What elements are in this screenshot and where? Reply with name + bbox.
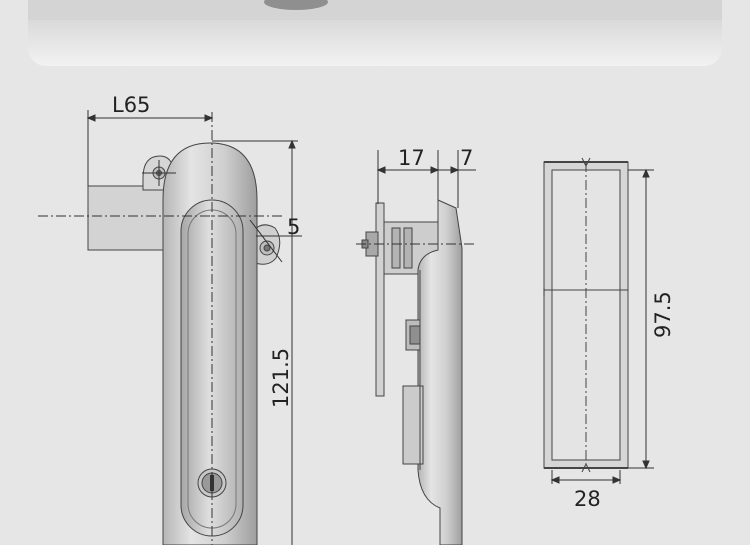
front-dimensions [38, 110, 302, 545]
dimension-width-28: 28 [574, 487, 601, 511]
front-view [87, 142, 281, 545]
mounting-plate [375, 202, 385, 397]
dimension-small-5: 5 [287, 215, 300, 239]
side-view [361, 199, 463, 545]
left-mounting-tab [87, 185, 166, 251]
dimension-width-l65: L65 [112, 93, 150, 117]
handle-profile [417, 199, 463, 545]
dimension-depth-17: 17 [398, 146, 425, 170]
latch [402, 385, 424, 465]
side-dimensions [356, 150, 476, 245]
dimension-height-121-5: 121.5 [269, 348, 293, 408]
dimension-height-97-5: 97.5 [651, 291, 675, 338]
product-photo-top [28, 0, 722, 66]
dimension-plate-7: 7 [460, 146, 473, 170]
back-dimensions [543, 168, 654, 484]
back-view [543, 157, 629, 473]
